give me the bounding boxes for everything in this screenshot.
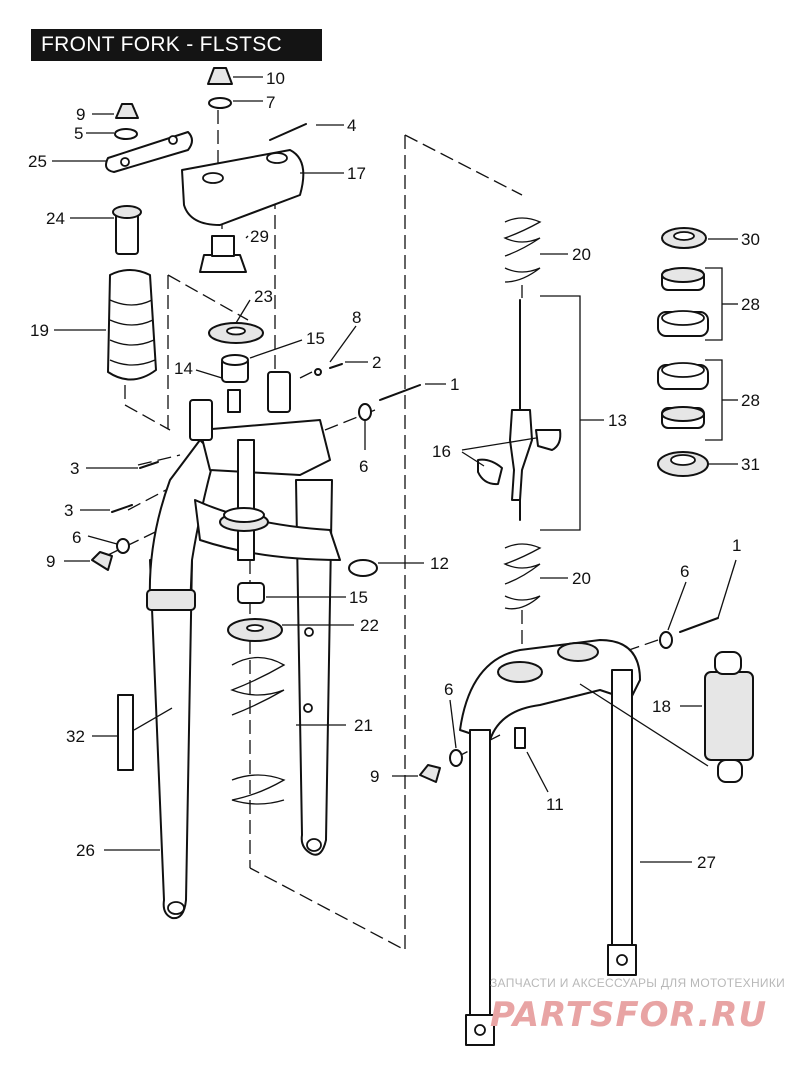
callout-28-upper: 28 xyxy=(741,295,760,314)
callout-6-left: 6 xyxy=(72,528,81,547)
callout-15-upper: 15 xyxy=(306,329,325,348)
callout-28-lower: 28 xyxy=(741,391,760,410)
callout-13: 13 xyxy=(608,411,627,430)
left-fork-assembly xyxy=(91,67,421,920)
callout-24: 24 xyxy=(46,209,65,228)
watermark: ЗАПЧАСТИ И АКСЕССУАРЫ ДЛЯ МОТОТЕХНИКИ PA… xyxy=(490,976,785,1035)
callout-6-lower: 6 xyxy=(444,680,453,699)
callout-7: 7 xyxy=(266,93,275,112)
callout-32: 32 xyxy=(66,727,85,746)
callout-6-right: 6 xyxy=(680,562,689,581)
callout-4: 4 xyxy=(347,116,356,135)
callout-5: 5 xyxy=(74,124,83,143)
callout-9-left: 9 xyxy=(46,552,55,571)
callout-2: 2 xyxy=(372,353,381,372)
bearing-stack xyxy=(657,227,723,477)
callout-8: 8 xyxy=(352,308,361,327)
callout-11: 11 xyxy=(546,795,564,814)
rear-fork-assembly xyxy=(419,617,754,1046)
callout-14: 14 xyxy=(174,359,193,378)
callout-3-lower: 3 xyxy=(64,501,73,520)
callout-17: 17 xyxy=(347,164,366,183)
callout-9-lower: 9 xyxy=(370,767,379,786)
watermark-logo: PARTSFOR.RU xyxy=(490,995,767,1035)
callout-20-upper: 20 xyxy=(572,245,591,264)
callout-27: 27 xyxy=(697,853,716,872)
callout-19: 19 xyxy=(30,321,49,340)
callout-23: 23 xyxy=(254,287,273,306)
callout-21: 21 xyxy=(354,716,373,735)
callout-labels: 10 7 9 5 4 25 17 24 29 20 30 28 19 23 8 … xyxy=(28,69,760,872)
callout-25: 25 xyxy=(28,152,47,171)
callout-29: 29 xyxy=(250,227,269,246)
callout-20-lower: 20 xyxy=(572,569,591,588)
callout-26: 26 xyxy=(76,841,95,860)
leader-lines xyxy=(52,76,738,863)
callout-10: 10 xyxy=(266,69,285,88)
callout-31: 31 xyxy=(741,455,760,474)
callout-30: 30 xyxy=(741,230,760,249)
watermark-caption: ЗАПЧАСТИ И АКСЕССУАРЫ ДЛЯ МОТОТЕХНИКИ xyxy=(490,976,785,990)
callout-6-center: 6 xyxy=(359,457,368,476)
callout-15-lower: 15 xyxy=(349,588,368,607)
assembly-dash-lines xyxy=(107,110,659,952)
callout-22: 22 xyxy=(360,616,379,635)
callout-1-upper: 1 xyxy=(450,375,459,394)
callout-1-lower: 1 xyxy=(732,536,741,555)
center-rod-assembly xyxy=(477,217,562,610)
callout-18: 18 xyxy=(652,697,671,716)
callout-16: 16 xyxy=(432,442,451,461)
callout-12: 12 xyxy=(430,554,449,573)
callout-3-upper: 3 xyxy=(70,459,79,478)
callout-9: 9 xyxy=(76,105,85,124)
diagram-title: FRONT FORK - FLSTSC xyxy=(31,29,322,61)
